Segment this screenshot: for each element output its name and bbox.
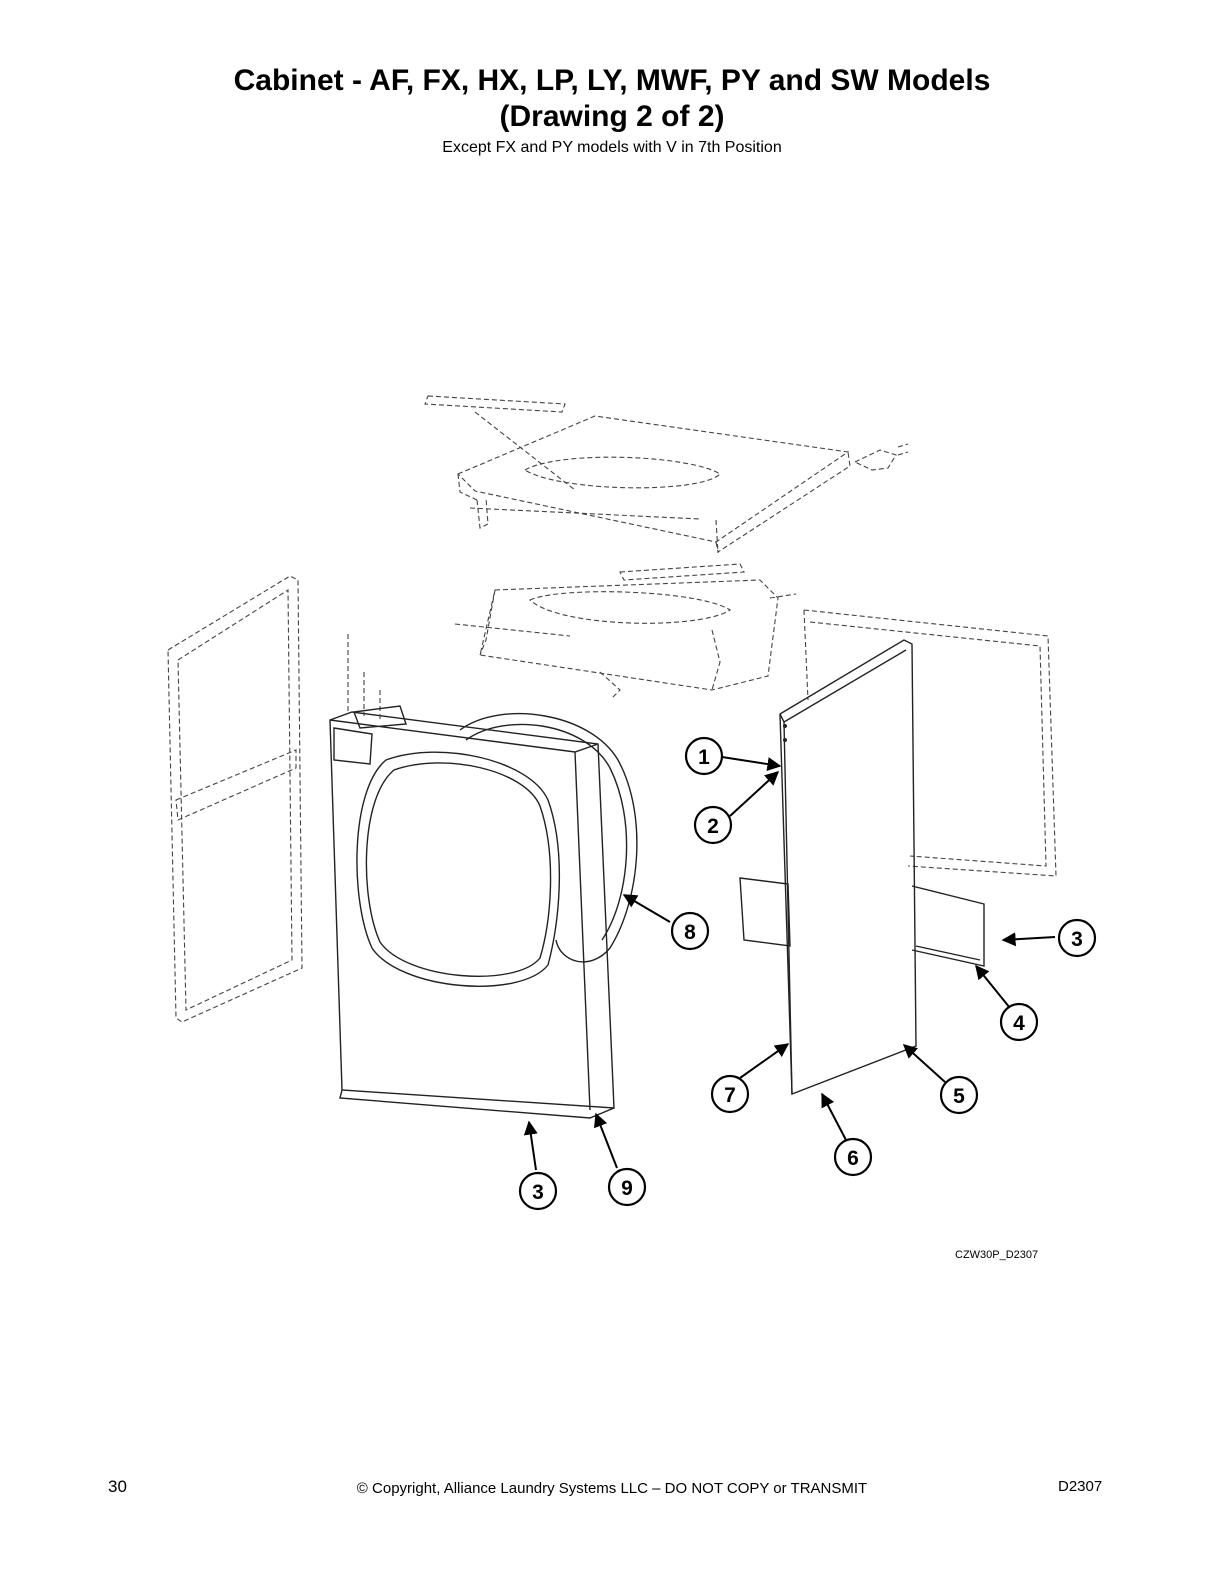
drawing-id: CZW30P_D2307	[955, 1249, 1039, 1261]
left-side-panel	[167, 575, 303, 1023]
page-title-line-1: Cabinet - AF, FX, HX, LP, LY, MWF, PY an…	[233, 64, 991, 97]
copyright-notice: © Copyright, Alliance Laundry Systems LL…	[356, 1480, 868, 1497]
back-bracket	[739, 877, 985, 967]
callout-6: 6	[833, 1137, 873, 1177]
document-code: D2307	[1058, 1478, 1103, 1495]
callout-1: 1	[684, 736, 724, 776]
page-title-line-2: (Drawing 2 of 2)	[499, 100, 725, 133]
callout-label: 1	[698, 746, 710, 769]
callout-label: 9	[621, 1177, 633, 1200]
front-panel	[329, 634, 615, 1119]
page-number: 30	[108, 1477, 127, 1496]
console-assembly	[454, 563, 797, 699]
callout-8: 8	[670, 911, 710, 951]
callout-label: 7	[724, 1084, 736, 1107]
callout-label: 3	[1071, 928, 1083, 951]
right-side-panel	[803, 609, 1057, 877]
callout-2: 2	[693, 805, 733, 845]
door-ring	[459, 713, 638, 963]
top-panel	[424, 395, 909, 554]
callout-label: 8	[684, 921, 696, 944]
callout-7: 7	[710, 1074, 750, 1114]
callout-label: 6	[847, 1147, 859, 1170]
page-subtitle: Except FX and PY models with V in 7th Po…	[442, 139, 782, 156]
callout-label: 3	[532, 1181, 544, 1204]
callout-9: 9	[607, 1167, 647, 1207]
callout-5: 5	[939, 1075, 979, 1115]
callout-label: 5	[953, 1085, 965, 1108]
callout-4: 4	[999, 1002, 1039, 1042]
back-panel	[779, 639, 917, 1096]
callout-3-bottom: 3	[518, 1171, 558, 1211]
callout-3-right: 3	[1057, 918, 1097, 958]
leader-lines	[523, 756, 1056, 1171]
callout-label: 4	[1013, 1012, 1025, 1035]
callout-label: 2	[707, 815, 719, 838]
